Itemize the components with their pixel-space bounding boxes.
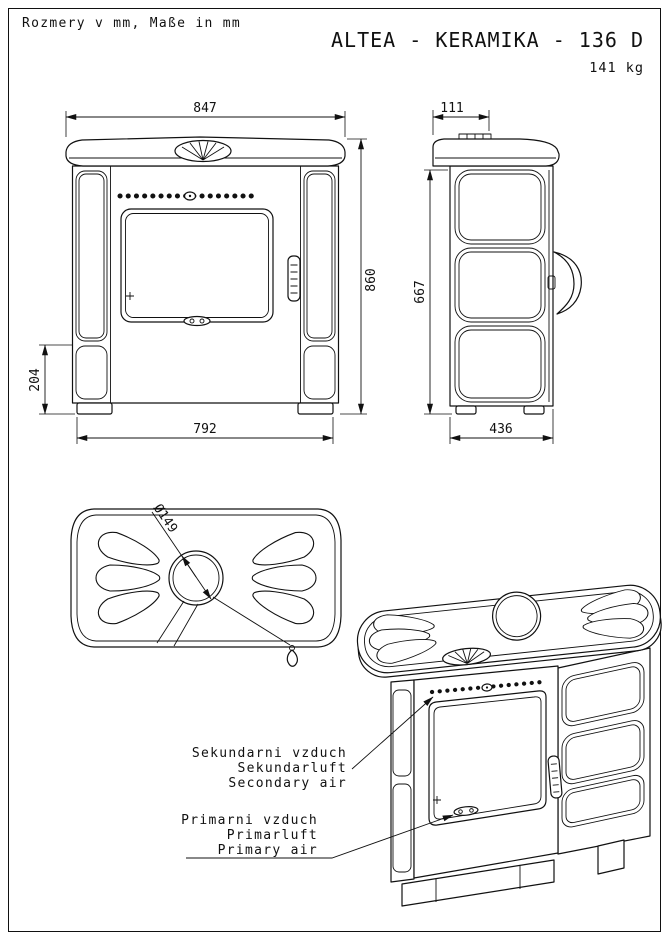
drawing-title: ALTEA - KERAMIKA - 136 D (331, 28, 644, 52)
ceramic-tile (75, 345, 108, 400)
secondary-air-line-de: Sekundarluft (237, 761, 347, 776)
primary-air-line-de: Primarluft (227, 828, 318, 843)
primary-air-line-cz: Primarni vzduch (181, 813, 318, 828)
dim-label-860: 860 (364, 268, 379, 291)
ceramic-tile (303, 170, 336, 342)
flue-hole (168, 550, 224, 606)
door-handle (547, 755, 563, 799)
dim-side-height: 667 (413, 169, 452, 415)
primary-air-leader (186, 814, 454, 859)
ceramic-tile (561, 774, 645, 828)
dim-depth: 436 (449, 409, 554, 444)
stove-foot (297, 402, 334, 415)
ceramic-tile (75, 170, 108, 342)
dim-label-667: 667 (413, 280, 428, 303)
dim-front-height: 860 (340, 138, 379, 415)
dim-label-847: 847 (193, 101, 216, 116)
ceramic-tile (303, 345, 336, 400)
stove-foot (455, 405, 477, 415)
side-panel (557, 647, 651, 855)
primary-air-line-en: Primary air (218, 843, 318, 858)
weight-label: 141 kg (589, 60, 644, 76)
door-glass (120, 208, 274, 323)
front-view (65, 136, 346, 415)
stove-body-side (449, 165, 554, 407)
dim-front-width-top: 847 (65, 101, 346, 137)
secondary-air-leader (351, 696, 434, 770)
secondary-air-line-cz: Sekundarni vzduch (192, 746, 347, 761)
secondary-air-label: Sekundarni vzduch Sekundarluft Secondary… (192, 696, 434, 791)
top-plate-side (432, 138, 560, 167)
stove-foot (523, 405, 545, 415)
dim-label-111: 111 (440, 101, 463, 116)
dim-label-792: 792 (193, 422, 216, 437)
ceramic-tile (454, 169, 546, 245)
door-glass (428, 690, 547, 826)
ceramic-tile (561, 662, 645, 727)
dim-front-width-bottom: 792 (76, 417, 334, 444)
shell-ornament (442, 647, 492, 666)
latch-oval (183, 315, 211, 327)
side-view (432, 133, 582, 415)
plus-mark (126, 292, 134, 300)
drawing-border (8, 8, 661, 932)
secondary-air-line-en: Secondary air (228, 776, 347, 791)
top-view (70, 508, 342, 667)
ceramic-tile (454, 247, 546, 323)
dim-plinth-height: 204 (28, 344, 75, 415)
flue-hole (491, 591, 542, 641)
latch-oval (453, 806, 479, 816)
shell-ornament (174, 139, 232, 163)
base-plinth (401, 859, 555, 907)
front-column (390, 679, 415, 883)
damper-pendant (286, 645, 298, 667)
top-plate-perspective (356, 584, 662, 678)
stove-foot (76, 402, 113, 415)
perspective-view (356, 584, 662, 907)
flue-collar (458, 133, 492, 139)
dim-flue-offset: 111 (432, 101, 490, 135)
plus-mark (433, 796, 441, 804)
units-note: Rozmery v mm, Maße in mm (22, 16, 242, 31)
ceramic-tile (392, 783, 412, 873)
ceramic-tile (561, 720, 645, 785)
primary-air-label: Primarni vzduch Primarluft Primary air (181, 813, 454, 859)
door-handle-lever (553, 251, 582, 315)
damper-linkage (156, 596, 291, 647)
dim-label-436: 436 (489, 422, 512, 437)
dim-label-204: 204 (28, 368, 43, 392)
ceramic-tile (454, 325, 546, 403)
stove-foot (597, 839, 625, 875)
door-handle (287, 255, 301, 302)
